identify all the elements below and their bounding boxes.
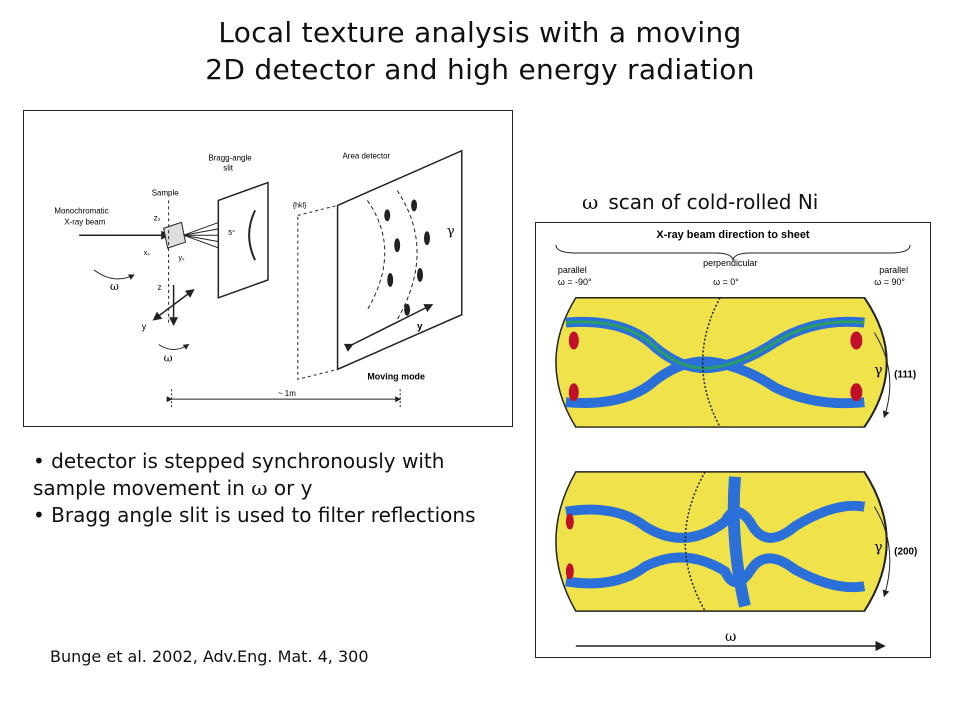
bullet-item-2: • Bragg angle slit is used to filter ref… (33, 503, 476, 527)
gamma-label-top: γ (874, 362, 882, 378)
center-label: perpendicular (703, 258, 757, 268)
detector-label: Area detector (343, 152, 391, 161)
sample-block (163, 221, 187, 249)
angle-label: 5° (228, 229, 235, 237)
slit-label-2: slit (223, 164, 233, 173)
pole-figure-111 (555, 296, 888, 428)
citation: Bunge et al. 2002, Adv.Eng. Mat. 4, 300 (50, 647, 369, 666)
gamma-arrow-bottom (873, 506, 891, 598)
bullet-item-1: • detector is stepped synchronously with… (33, 448, 513, 502)
distance-label: ~ 1m (278, 389, 296, 398)
hkl-label: {hkl} (293, 202, 307, 209)
pole-figure-200 (555, 471, 888, 612)
y-label-left: y (142, 322, 147, 332)
omega-scan-svg: X-ray beam direction to sheet parallel ω… (555, 229, 917, 652)
setup-diagram: Monochromatic X-ray beam Sample zₛ xₛ yₛ… (23, 110, 513, 427)
scan-caption-omega: ω (582, 190, 599, 214)
setup-diagram-svg: Monochromatic X-ray beam Sample zₛ xₛ yₛ… (54, 149, 463, 410)
slide-title: Local texture analysis with a moving 2D … (0, 14, 960, 88)
debye-ring-2 (396, 190, 418, 320)
diffracted-rays (183, 214, 239, 256)
coordinate-cross (152, 284, 195, 327)
detector-previous (297, 204, 339, 380)
zs-label: zₛ (154, 213, 161, 222)
source-label-1: Monochromatic (54, 206, 108, 215)
bullet-1-suffix: or y (273, 476, 313, 500)
movement-arrow (343, 304, 434, 352)
scan-header: X-ray beam direction to sheet (656, 229, 810, 241)
omega-label-bottom: ω (164, 351, 173, 364)
left-label: parallel (558, 265, 587, 275)
mode-label: Moving mode (367, 371, 425, 381)
reflection-111: (111) (894, 369, 916, 380)
slit-opening (248, 209, 256, 261)
header-brace (555, 244, 911, 261)
slit-label-1: Bragg-angle (208, 154, 252, 163)
reflection-200: (200) (894, 546, 917, 557)
sample-label: Sample (152, 188, 179, 197)
y-label-detector: y (417, 322, 423, 333)
gamma-arrow-top (873, 332, 891, 419)
omega-label-left: ω (110, 280, 119, 293)
bullet-1-prefix: • detector is stepped synchronously with… (33, 449, 445, 500)
z-label: z (158, 283, 162, 292)
bullet-list: • detector is stepped synchronously with… (33, 448, 513, 529)
debye-ring-1 (366, 200, 386, 310)
title-line-2: 2D detector and high energy radiation (205, 53, 755, 86)
source-label-2: X-ray beam (64, 217, 105, 226)
slit-plate (217, 181, 269, 299)
bullet-1-omega: ω (251, 476, 268, 500)
omega-arc (93, 269, 135, 280)
title-line-1: Local texture analysis with a moving (218, 16, 742, 49)
gamma-label-bottom: γ (874, 539, 882, 555)
xs-label: xₛ (144, 250, 150, 257)
omega-axis-label: ω (725, 629, 736, 645)
scan-caption: ω scan of cold-rolled Ni (582, 190, 818, 214)
scan-caption-text: scan of cold-rolled Ni (608, 190, 819, 214)
omega-scan-figure: X-ray beam direction to sheet parallel ω… (535, 222, 931, 658)
gamma-label-setup: γ (447, 224, 455, 239)
left-angle: ω = -90° (558, 277, 592, 287)
right-label: parallel (879, 265, 908, 275)
right-angle: ω = 90° (874, 277, 905, 287)
center-angle: ω = 0° (713, 277, 739, 287)
detector-plate (336, 149, 463, 371)
omega-arc-2 (158, 343, 190, 350)
ys-label: yₛ (179, 255, 185, 262)
